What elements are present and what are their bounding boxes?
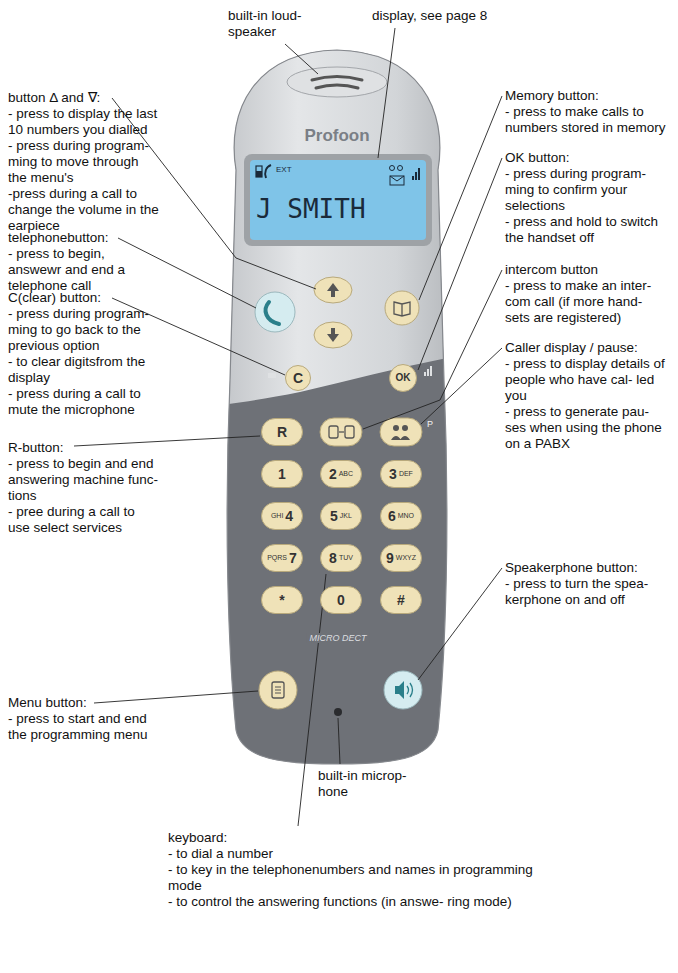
display-name: J SMITH bbox=[256, 194, 366, 224]
key-label: MNO bbox=[398, 512, 414, 520]
callout-text: - press to make calls to numbers stored … bbox=[505, 104, 670, 136]
keypad-key: GHI4 bbox=[261, 502, 303, 530]
callout-group: R-button:- press to begin and end answer… bbox=[8, 440, 160, 536]
keypad-key: R bbox=[261, 418, 303, 446]
keypad-key: 0 bbox=[320, 586, 362, 614]
callout-group: Menu button:- press to start and end the… bbox=[8, 695, 160, 743]
callout-text: built-in loud- speaker bbox=[228, 8, 328, 40]
callout-text: telephonebutton: bbox=[8, 230, 160, 246]
key-label: * bbox=[279, 593, 284, 607]
key-label: PQRS bbox=[267, 554, 287, 562]
key-label: 3 bbox=[389, 467, 397, 481]
keypad-key: 2ABC bbox=[320, 460, 362, 488]
key-label: 8 bbox=[329, 551, 337, 565]
callout-text: - to dial a number bbox=[168, 846, 553, 862]
callout-group: OK button:- press during program- ming t… bbox=[505, 150, 670, 246]
callout-text: OK button: bbox=[505, 150, 670, 166]
callout-group: Memory button:- press to make calls to n… bbox=[505, 88, 670, 136]
key-label: 1 bbox=[278, 467, 286, 481]
callout-text: - press to display the last 10 numbers y… bbox=[8, 106, 160, 138]
key-label: 4 bbox=[285, 509, 293, 523]
callout-group: built-in loud- speaker bbox=[228, 8, 328, 40]
callout-text: C(clear) button: bbox=[8, 290, 160, 306]
key-label: # bbox=[397, 593, 405, 607]
key-label: 9 bbox=[386, 551, 394, 565]
callout-text: button Δ and ∇: bbox=[8, 90, 160, 106]
keypad-key: 1 bbox=[261, 460, 303, 488]
callout-text: intercom button bbox=[505, 262, 670, 278]
clear-button: C bbox=[285, 365, 311, 391]
key-label: 6 bbox=[388, 509, 396, 523]
key-label: WXYZ bbox=[396, 554, 416, 562]
callout-text: - press to start and end the programming… bbox=[8, 711, 160, 743]
callout-text: - to control the answering functions (in… bbox=[168, 894, 553, 910]
key-label: 0 bbox=[337, 593, 345, 607]
callout-text: - press to generate pau- ses when using … bbox=[505, 404, 670, 452]
callout-group: keyboard:- to dial a number- to key in t… bbox=[168, 830, 553, 910]
callout-group: built-in microp- hone bbox=[318, 768, 418, 800]
callout-group: P bbox=[427, 419, 441, 429]
keypad-key: 8TUV bbox=[320, 544, 362, 572]
key-label: JKL bbox=[340, 512, 352, 520]
callout-group: button Δ and ∇:- press to display the la… bbox=[8, 90, 160, 234]
callout-text: - press to begin, answewr and end a tele… bbox=[8, 246, 160, 294]
callout-group: intercom button- press to make an inter-… bbox=[505, 262, 670, 326]
key-mark: P bbox=[427, 419, 441, 429]
keypad-key: * bbox=[261, 586, 303, 614]
keypad-key: # bbox=[380, 586, 422, 614]
callout-group: telephonebutton:- press to begin, answew… bbox=[8, 230, 160, 294]
callout-text: - press and hold to switch the handset o… bbox=[505, 214, 670, 246]
callout-text: Menu button: bbox=[8, 695, 160, 711]
lcd-display: EXT J SMITH bbox=[250, 160, 426, 240]
callout-text: - to clear digitsfrom the display bbox=[8, 354, 160, 386]
keypad-key: 9WXYZ bbox=[380, 544, 422, 572]
callout-text: -press during a call to change the volum… bbox=[8, 186, 160, 234]
callout-group: Speakerphone button:- press to turn the … bbox=[505, 560, 670, 608]
callout-group: display, see page 8 bbox=[372, 8, 542, 24]
callout-text: - press during program- ming to move thr… bbox=[8, 138, 160, 186]
callout-text: - press to begin and end answering machi… bbox=[8, 456, 160, 504]
callout-group: Caller display / pause:- press to displa… bbox=[505, 340, 670, 452]
callout-text: - pree during a call to use select servi… bbox=[8, 504, 160, 536]
callout-text: keyboard: bbox=[168, 830, 553, 846]
callout-text: Memory button: bbox=[505, 88, 670, 104]
model-name: MICRO DECT bbox=[307, 633, 370, 643]
key-label: 5 bbox=[330, 509, 338, 523]
keypad-key: 6MNO bbox=[380, 502, 422, 530]
key-label: TUV bbox=[339, 554, 353, 562]
callout-text: built-in microp- hone bbox=[318, 768, 418, 800]
key-label: 7 bbox=[289, 551, 297, 565]
keypad-key: 5JKL bbox=[320, 502, 362, 530]
callout-text: Speakerphone button: bbox=[505, 560, 670, 576]
keypad-key: 3DEF bbox=[380, 460, 422, 488]
callout-text: - press to make an inter- com call (if m… bbox=[505, 278, 670, 326]
callout-text: - press during a call to mute the microp… bbox=[8, 386, 160, 418]
key-label: ABC bbox=[339, 470, 353, 478]
callout-text: - to key in the telephonenumbers and nam… bbox=[168, 862, 553, 894]
display-indicator: EXT bbox=[276, 165, 292, 174]
key-label: 2 bbox=[329, 467, 337, 481]
callout-group: C(clear) button:- press during program- … bbox=[8, 290, 160, 418]
keypad-key: PQRS7 bbox=[261, 544, 303, 572]
key-label: R bbox=[277, 425, 287, 439]
ok-button: OK bbox=[389, 364, 417, 392]
key-label: DEF bbox=[399, 470, 413, 478]
callout-text: Caller display / pause: bbox=[505, 340, 670, 356]
callout-text: - press to display details of people who… bbox=[505, 356, 670, 404]
handset-body: ProfoonMICRO DECT EXT J SMITH C OK R 1 2ABC 3DEF… bbox=[228, 48, 446, 764]
callout-text: display, see page 8 bbox=[372, 8, 542, 24]
brand-logo: Profoon bbox=[304, 126, 369, 146]
key-label: OK bbox=[396, 371, 411, 385]
key-label: C bbox=[293, 371, 303, 385]
callout-text: - press to turn the spea- kerphone on an… bbox=[505, 576, 670, 608]
key-label: GHI bbox=[271, 512, 283, 520]
callout-text: - press during program- ming to confirm … bbox=[505, 166, 670, 214]
callout-text: - press during program- ming to go back … bbox=[8, 306, 160, 354]
callout-text: R-button: bbox=[8, 440, 160, 456]
